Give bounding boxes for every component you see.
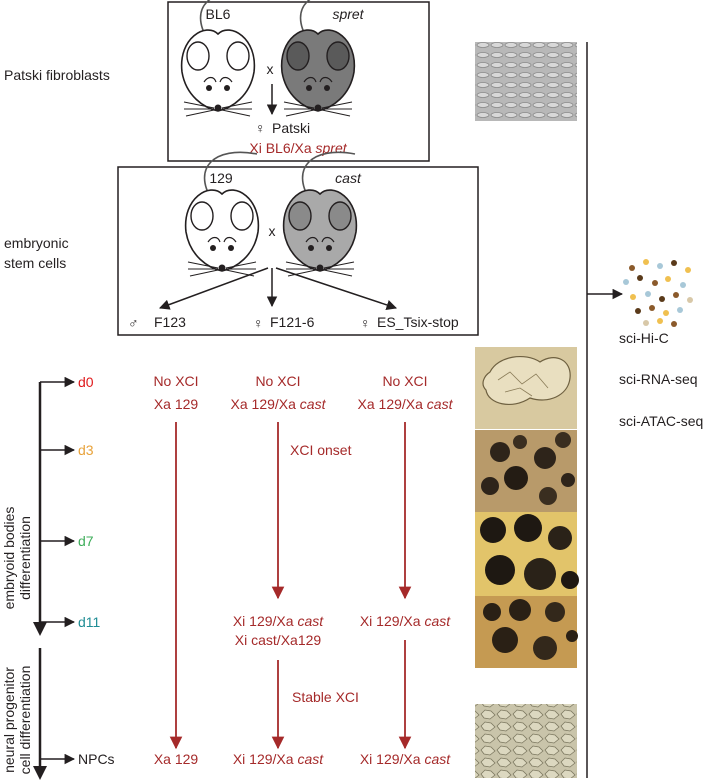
- label-esc-line2: stem cells: [4, 255, 66, 271]
- female-symbol-patski: ♀: [255, 120, 266, 136]
- method-sci-atac-seq: sci-ATAC-seq: [619, 413, 703, 429]
- c2-d11-line1: Xi 129/Xa cast: [233, 613, 324, 629]
- mouse-icon-cast: [282, 151, 358, 277]
- cell-dot: [635, 308, 641, 314]
- arrow-to-tsix-stop: [275, 267, 397, 310]
- cell-dot: [685, 267, 691, 273]
- image-d0-colonies: [475, 347, 577, 429]
- cell-dot: [663, 310, 669, 316]
- cell-dot: [657, 318, 663, 324]
- c2-d0-line1: No XCI: [255, 373, 300, 389]
- mouse-icon-spret: [280, 0, 356, 117]
- c3-d0-line1: No XCI: [382, 373, 427, 389]
- image-d7-embryoid-bodies: [475, 512, 579, 596]
- c1-d0-line1: No XCI: [153, 373, 198, 389]
- image-npcs: [475, 704, 577, 778]
- image-fibroblasts: [475, 42, 577, 121]
- arrow-to-f123: [159, 267, 269, 310]
- cell-dot: [671, 321, 677, 327]
- c2-d11-line2: Xi cast/Xa129: [235, 632, 322, 648]
- cell-dot: [643, 320, 649, 326]
- c2-npc: Xi 129/Xa cast: [233, 751, 324, 767]
- label-esc-line1: embryonic: [4, 235, 69, 251]
- c2-stable-xci: Stable XCI: [292, 689, 359, 705]
- outcome-tsix-stop: ES_Tsix-stop: [377, 314, 459, 330]
- single-cell-dots: [623, 259, 693, 327]
- c1-d0-line2: Xa 129: [154, 396, 199, 412]
- female-symbol-f121-6: ♀: [253, 315, 264, 331]
- c3-d11: Xi 129/Xa cast: [360, 613, 451, 629]
- image-d3-embryoid-bodies: [475, 430, 577, 512]
- label-eb-diff-line1: embryoid bodies: [1, 507, 17, 610]
- box-esc-cross: [117, 166, 479, 336]
- day-label-d7: d7: [78, 533, 94, 549]
- label-npc-diff-line1: neural progenitor: [1, 667, 17, 773]
- cell-dot: [645, 291, 651, 297]
- timeline-eb-arrowhead: [33, 622, 47, 636]
- label-eb-diff-line2: differentiation: [17, 516, 33, 600]
- image-d11-embryoid-bodies: [475, 596, 578, 668]
- patski-name: Patski: [272, 120, 310, 136]
- cell-dot: [630, 294, 636, 300]
- mouse-label-cast: cast: [335, 170, 362, 186]
- cell-dot: [677, 307, 683, 313]
- c2-d0-line2: Xa 129/Xa cast: [231, 396, 327, 412]
- cell-dot: [652, 280, 658, 286]
- cell-dot: [643, 259, 649, 265]
- timeline-npc-arrowhead: [33, 766, 47, 780]
- day-label-npcs: NPCs: [78, 751, 115, 767]
- cell-dot: [649, 305, 655, 311]
- cross-symbol-top: x: [267, 61, 274, 77]
- cell-dot: [671, 260, 677, 266]
- outcome-f123: F123: [154, 314, 186, 330]
- mouse-label-bl6: BL6: [206, 6, 231, 22]
- cell-dot: [687, 297, 693, 303]
- cell-dot: [629, 265, 635, 271]
- day-label-d11: d11: [78, 614, 101, 630]
- day-label-d0: d0: [78, 374, 94, 390]
- cell-dot: [623, 279, 629, 285]
- c2-xci-onset: XCI onset: [290, 442, 352, 458]
- cell-dot: [673, 292, 679, 298]
- label-npc-diff-line2: cell differentiation: [17, 666, 33, 775]
- cell-dot: [680, 282, 686, 288]
- cell-dot: [665, 276, 671, 282]
- label-patski-fibroblasts: Patski fibroblasts: [4, 67, 110, 83]
- female-symbol-tsix-stop: ♀: [360, 315, 371, 331]
- male-symbol-f123: ♂: [128, 315, 139, 331]
- outcome-f121-6: F121-6: [270, 314, 315, 330]
- c3-d0-line2: Xa 129/Xa cast: [358, 396, 454, 412]
- c1-npc: Xa 129: [154, 751, 199, 767]
- method-sci-rna-seq: sci-RNA-seq: [619, 371, 698, 387]
- c3-npc: Xi 129/Xa cast: [360, 751, 451, 767]
- patski-genotype: Xi BL6/Xa spret: [249, 140, 347, 156]
- mouse-label-spret: spret: [332, 6, 364, 22]
- cell-dot: [659, 296, 665, 302]
- cross-symbol-middle: x: [269, 223, 276, 239]
- box-patski-cross: [167, 1, 430, 162]
- method-sci-hi-c: sci-Hi-C: [619, 330, 669, 346]
- day-label-d3: d3: [78, 442, 94, 458]
- mouse-label-129: 129: [209, 170, 233, 186]
- cell-dot: [637, 275, 643, 281]
- cell-dot: [657, 263, 663, 269]
